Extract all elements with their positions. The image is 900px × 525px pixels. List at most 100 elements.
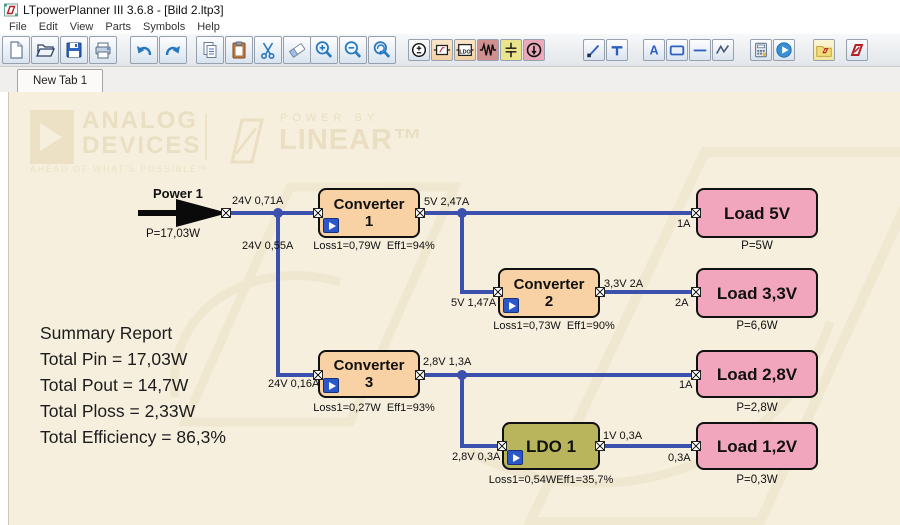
lt-logo-button[interactable] bbox=[846, 39, 868, 61]
add-converter-button[interactable] bbox=[431, 39, 453, 61]
port-load-5v-input[interactable] bbox=[691, 208, 701, 218]
menu-symbols[interactable]: Symbols bbox=[143, 21, 186, 33]
app-lt-icon bbox=[4, 3, 18, 17]
wire-to-conv3-input[interactable] bbox=[276, 373, 318, 377]
undo-icon bbox=[137, 46, 152, 56]
port-converter-1-input[interactable] bbox=[313, 208, 323, 218]
menu-help[interactable]: Help bbox=[197, 21, 220, 33]
title-bar: LTpowerPlanner III 3.6.8 - [Bild 2.ltp3] bbox=[0, 0, 900, 20]
port-converter-2-output[interactable] bbox=[595, 287, 605, 297]
menu-file[interactable]: File bbox=[9, 21, 27, 33]
port-converter-3-output[interactable] bbox=[415, 370, 425, 380]
linear-watermark: LINEAR™ bbox=[279, 124, 423, 156]
load-3v3-power-label: P=6,6W bbox=[736, 320, 778, 332]
run-button[interactable] bbox=[773, 39, 795, 61]
ldo-1-play-icon[interactable] bbox=[507, 450, 523, 465]
add-text-button[interactable]: A bbox=[643, 39, 665, 61]
lt-library-button[interactable] bbox=[813, 39, 835, 61]
ldo-icon: LDO bbox=[456, 43, 474, 57]
converter-2-play-icon[interactable] bbox=[503, 298, 519, 313]
schematic-canvas[interactable]: ANALOG DEVICES AHEAD OF WHAT'S POSSIBLE™… bbox=[0, 92, 900, 525]
add-capacitor-button[interactable] bbox=[500, 39, 522, 61]
add-source-button[interactable] bbox=[408, 39, 430, 61]
add-resistor-button[interactable] bbox=[477, 39, 499, 61]
new-file-button[interactable] bbox=[2, 36, 30, 64]
copy-button[interactable] bbox=[196, 36, 224, 64]
erase-button[interactable] bbox=[283, 36, 311, 64]
add-ldo-button[interactable]: LDO bbox=[454, 39, 476, 61]
tab-bar: New Tab 1 bbox=[0, 67, 900, 93]
summary-pin: Total Pin = 17,03W bbox=[40, 349, 188, 369]
rectangle-icon bbox=[669, 45, 685, 56]
redo-button[interactable] bbox=[159, 36, 187, 64]
print-icon bbox=[95, 42, 111, 59]
converter-1-play-icon[interactable] bbox=[323, 218, 339, 233]
wire-conv3-to-load28[interactable] bbox=[420, 373, 696, 377]
zoom-fit-button[interactable] bbox=[368, 36, 396, 64]
wire-branch-down-conv2[interactable] bbox=[460, 211, 464, 294]
add-tap-button[interactable] bbox=[606, 39, 628, 61]
menu-parts[interactable]: Parts bbox=[105, 21, 132, 33]
wire-ldo-to-load12[interactable] bbox=[600, 444, 696, 448]
converter-2-number: 2 bbox=[544, 293, 554, 310]
block-converter-1[interactable]: Converter 1 bbox=[318, 188, 420, 238]
converter-3-title: Converter bbox=[333, 357, 405, 374]
port-load-2v8-input[interactable] bbox=[691, 370, 701, 380]
port-converter-1-output[interactable] bbox=[415, 208, 425, 218]
cut-button[interactable] bbox=[254, 36, 282, 64]
power-source-arrow[interactable] bbox=[138, 196, 230, 230]
calculator-button[interactable] bbox=[750, 39, 772, 61]
undo-button[interactable] bbox=[130, 36, 158, 64]
ldo-1-loss-label: Loss1=0,54WEff1=35,7% bbox=[488, 474, 614, 486]
block-converter-3[interactable]: Converter 3 bbox=[318, 350, 420, 398]
wire-label-conv2-in: 5V 1,47A bbox=[451, 297, 497, 309]
toolbar-group-file bbox=[2, 36, 117, 64]
source-name-label: Power 1 bbox=[153, 186, 203, 201]
block-load-1v2[interactable]: Load 1,2V bbox=[696, 422, 818, 470]
load-icon bbox=[526, 42, 542, 58]
wire-conv1-to-load5[interactable] bbox=[420, 211, 696, 215]
zoom-fit-icon bbox=[373, 41, 391, 58]
port-converter-3-input[interactable] bbox=[313, 370, 323, 380]
add-load-button[interactable] bbox=[523, 39, 545, 61]
port-source-output[interactable] bbox=[221, 208, 231, 218]
block-load-3v3[interactable]: Load 3,3V bbox=[696, 268, 818, 318]
open-file-button[interactable] bbox=[31, 36, 59, 64]
block-load-5v[interactable]: Load 5V bbox=[696, 188, 818, 238]
block-ldo-1[interactable]: LDO 1 bbox=[502, 422, 600, 470]
menu-view[interactable]: View bbox=[69, 21, 94, 33]
wire-conv2-to-load33[interactable] bbox=[600, 290, 696, 294]
save-icon bbox=[66, 42, 82, 58]
zoom-in-button[interactable] bbox=[310, 36, 338, 64]
wire-branch-down-conv3[interactable] bbox=[276, 211, 280, 377]
block-converter-2[interactable]: Converter 2 bbox=[498, 268, 600, 318]
add-rectangle-button[interactable] bbox=[666, 39, 688, 61]
converter-3-play-icon[interactable] bbox=[323, 378, 339, 393]
draw-wire-button[interactable] bbox=[583, 39, 605, 61]
print-button[interactable] bbox=[89, 36, 117, 64]
wire-branch-down-ldo[interactable] bbox=[460, 373, 464, 448]
wire-to-ldo-input[interactable] bbox=[460, 444, 502, 448]
zoom-out-button[interactable] bbox=[339, 36, 367, 64]
port-load-1v2-input[interactable] bbox=[691, 441, 701, 451]
port-ldo-1-input[interactable] bbox=[497, 441, 507, 451]
source-power-label: P=17,03W bbox=[146, 228, 201, 240]
wire-to-conv2-input[interactable] bbox=[460, 290, 498, 294]
port-converter-2-input[interactable] bbox=[493, 287, 503, 297]
tap-icon bbox=[611, 46, 623, 56]
add-line-button[interactable] bbox=[689, 39, 711, 61]
summary-efficiency: Total Efficiency = 86,3% bbox=[40, 427, 226, 447]
wire-source-to-conv1[interactable] bbox=[226, 211, 318, 215]
block-load-2v8[interactable]: Load 2,8V bbox=[696, 350, 818, 398]
paste-button[interactable] bbox=[225, 36, 253, 64]
menu-edit[interactable]: Edit bbox=[38, 21, 58, 33]
save-button[interactable] bbox=[60, 36, 88, 64]
adi-brand-line1: ANALOG bbox=[82, 107, 198, 134]
port-ldo-1-output[interactable] bbox=[595, 441, 605, 451]
toolbar-group-annotation: A bbox=[643, 39, 734, 61]
toolbar-group-parts: LDO bbox=[408, 39, 545, 61]
tab-new-tab-1[interactable]: New Tab 1 bbox=[17, 69, 104, 93]
toolbar-group-wire bbox=[583, 39, 628, 61]
add-polyline-button[interactable] bbox=[712, 39, 734, 61]
port-load-3v3-input[interactable] bbox=[691, 287, 701, 297]
